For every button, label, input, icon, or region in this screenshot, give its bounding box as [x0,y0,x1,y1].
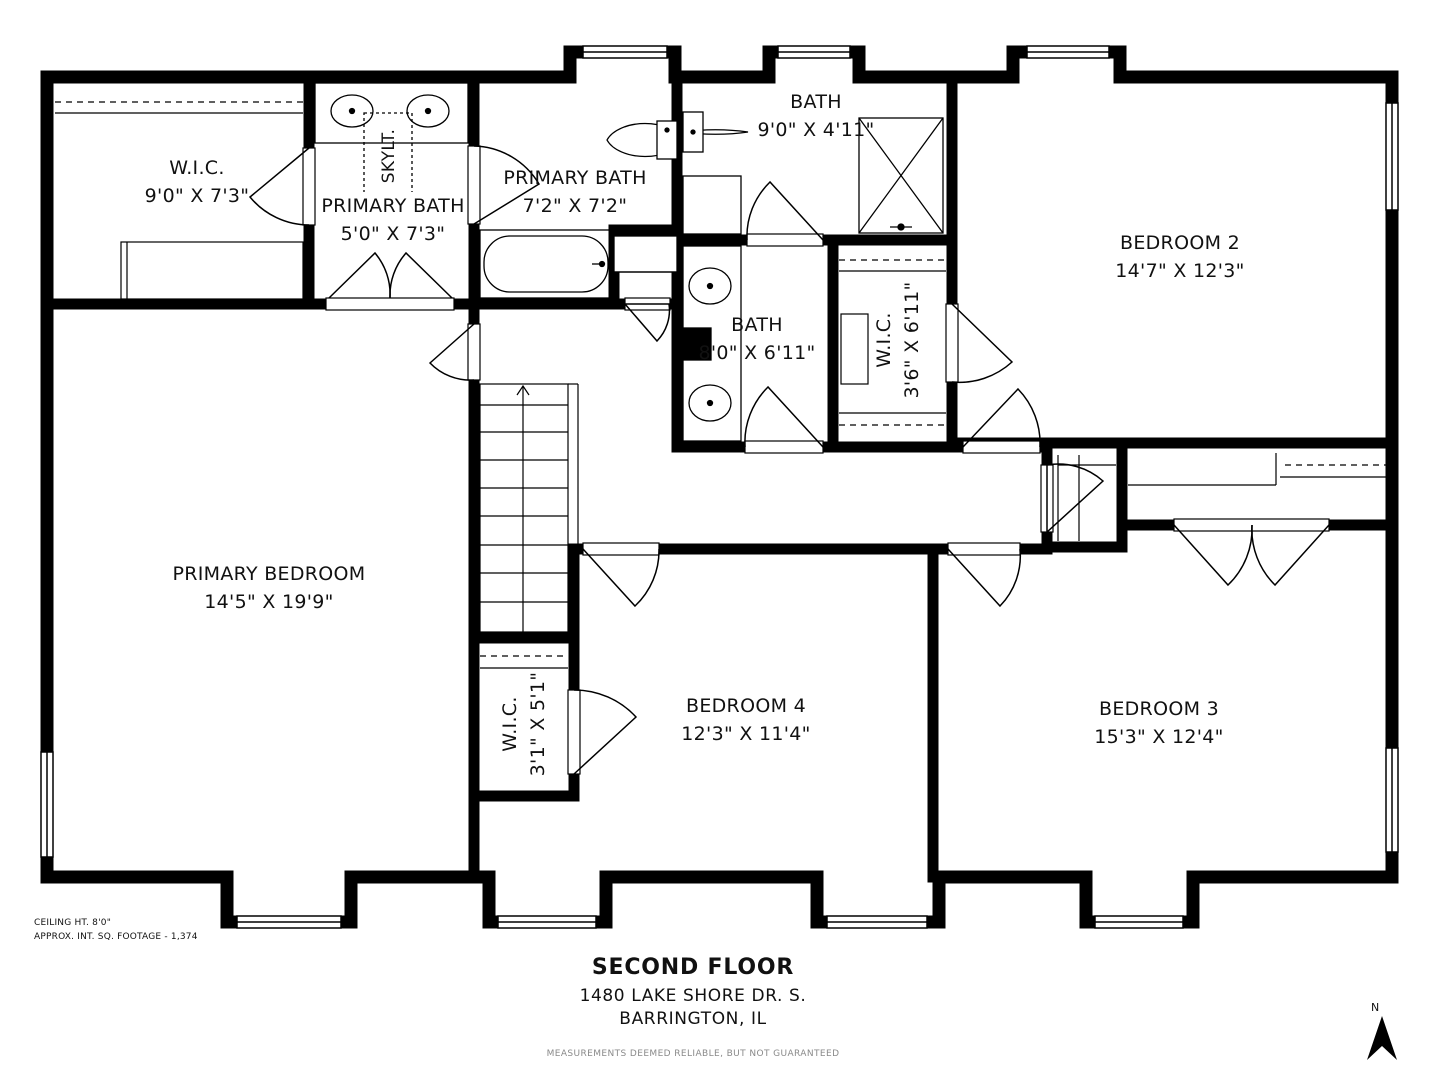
room-dims: 3'6" X 6'11" [901,281,923,399]
room-name: BEDROOM 4 [685,695,807,717]
windows [40,45,1399,929]
closet-shelves [55,101,1386,669]
address-line-2: BARRINGTON, IL [619,1009,767,1029]
room-name: PRIMARY BATH [321,195,465,217]
room-dims: 15'3" X 12'4" [1094,726,1224,748]
room-label-bath-top: BATH 9'0" X 4'11" [757,88,874,144]
room-dims: 3'1" X 5'1" [527,671,549,777]
room-name: W.I.C. [499,696,521,752]
door-swings [248,145,1330,775]
room-label-primary-bedroom: PRIMARY BEDROOM 14'5" X 19'9" [173,560,366,616]
fixtures [314,82,944,442]
room-dims: 14'5" X 19'9" [204,591,334,613]
room-name: BEDROOM 2 [1119,232,1241,254]
room-label-bedroom-2: BEDROOM 2 14'7" X 12'3" [1115,229,1244,285]
room-name: PRIMARY BEDROOM [172,563,366,585]
north-label: N [1371,1001,1380,1014]
room-name: PRIMARY BATH [503,167,647,189]
room-dims: 9'0" X 4'11" [757,119,875,141]
stairs [479,383,579,633]
address-line-1: 1480 LAKE SHORE DR. S. [579,986,807,1006]
room-dims: 14'7" X 12'3" [1115,260,1245,282]
room-label-bath-mid: BATH 8'0" X 6'11" [698,311,815,367]
room-dims: 9'0" X 7'3" [144,185,250,207]
room-dims: 8'0" X 6'11" [698,342,816,364]
room-label-wic-primary: W.I.C. 9'0" X 7'3" [145,154,250,210]
floor-title: SECOND FLOOR [591,955,795,980]
room-dims: 12'3" X 11'4" [681,723,811,745]
room-name: W.I.C. [169,157,225,179]
room-label-bedroom-4: BEDROOM 4 12'3" X 11'4" [681,692,810,748]
room-name: BATH [731,314,783,336]
room-label-wic-small: W.I.C. 3'1" X 5'1" [496,672,552,777]
room-name: W.I.C. [873,312,895,368]
north-arrow-icon [1367,1016,1397,1060]
sq-footage-note: APPROX. INT. SQ. FOOTAGE - 1,374 [34,932,198,942]
room-name: BEDROOM 3 [1098,698,1220,720]
room-dims: 7'2" X 7'2" [522,195,628,217]
room-dims: 5'0" X 7'3" [340,223,446,245]
exterior-walls [40,45,1399,929]
skylight-label: SKYLT. [379,128,399,184]
room-name: BATH [790,91,842,113]
room-label-primary-bath: PRIMARY BATH 7'2" X 7'2" [503,164,646,220]
ceiling-height-note: CEILING HT. 8'0" [34,918,112,928]
room-label-bedroom-3: BEDROOM 3 15'3" X 12'4" [1094,695,1223,751]
room-label-wic-mid: W.I.C. 3'6" X 6'11" [870,281,926,398]
disclaimer: MEASUREMENTS DEEMED RELIABLE, BUT NOT GU… [546,1049,840,1059]
room-label-primary-bath-small: PRIMARY BATH 5'0" X 7'3" [321,192,465,248]
